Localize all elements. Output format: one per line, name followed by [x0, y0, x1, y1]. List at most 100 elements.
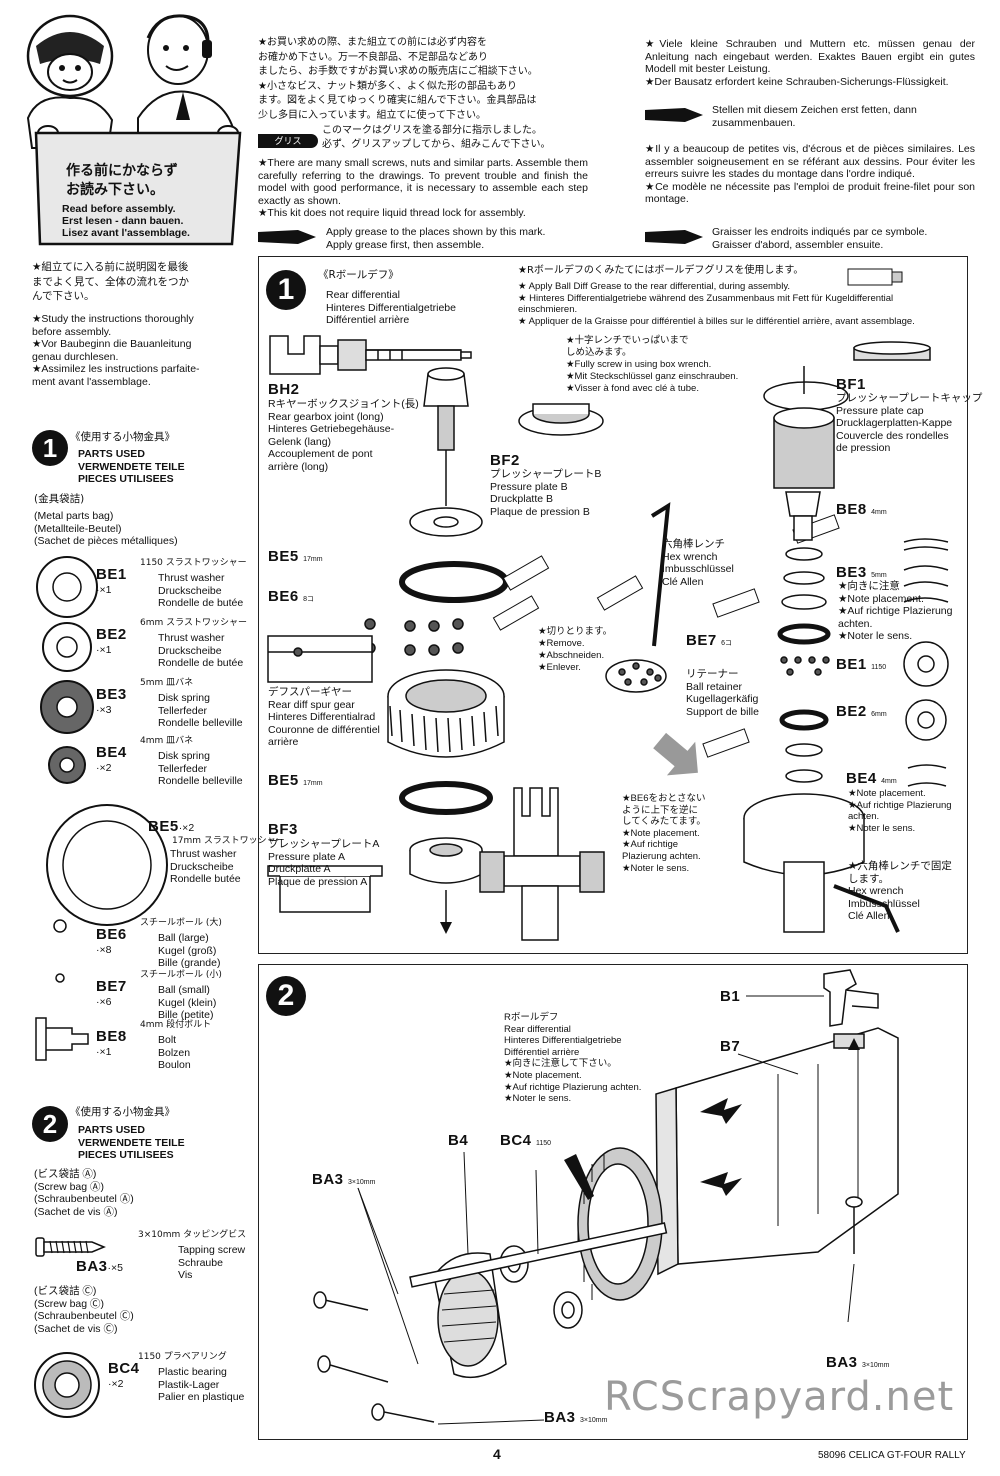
bf1-desc: プレッシャープレートキャップ Pressure plate cap Druckl… — [836, 392, 983, 454]
be3-label: BE3 5mm — [836, 564, 887, 582]
parts-step2-badge: 2 — [32, 1106, 68, 1142]
ba3-desc: Tapping screw Schraube Vis — [178, 1244, 246, 1281]
be7-qty: 6コ — [721, 640, 733, 647]
be5a-code: BE5 — [268, 548, 299, 565]
parts1-item-desc: Thrust washer Druckscheibe Rondelle de b… — [158, 632, 244, 669]
step1-title: Rear differential Hinteres Differentialg… — [326, 289, 456, 326]
parts1-item-code: BE4 — [96, 744, 127, 761]
parts1-bag-jp: (金具袋詰) — [34, 493, 85, 505]
step2-ba3-size-right: 3×10mm — [861, 1362, 890, 1369]
be4-note: ★Note placement. ★Auf richtige Plazierun… — [848, 788, 952, 834]
parts1-item-jp: 6mm スラストワッシャー — [140, 618, 247, 628]
step1-grease-jp: ★Rボールデフのくみたてにはボールデフグリスを使用します。 — [518, 265, 804, 276]
washer-icon — [42, 622, 92, 672]
bc4-jp: 1150 プラベアリング — [138, 1352, 227, 1362]
step2-ba3-code-left: BA3 — [312, 1171, 344, 1188]
parts1-item-jp: スチールボール (大) — [140, 918, 222, 928]
bc4-part-code: BC4 ·×2 — [108, 1360, 140, 1391]
parts1-item-code-block: BE8·×1 — [96, 1028, 127, 1059]
ba3-code: BA3 — [76, 1258, 108, 1275]
parts-step1-badge: 1 — [32, 430, 68, 466]
parts1-item-qty: ·×2 — [178, 822, 195, 834]
parts1-item-desc: Thrust washer Druckscheibe Rondelle de b… — [158, 572, 244, 609]
parts1-item-desc: Thrust washer Druckscheibe Rondelle buté… — [170, 848, 241, 885]
plastic-bearing-icon — [34, 1352, 100, 1418]
bolt-icon — [35, 1017, 89, 1061]
parts1-item-jp: 5mm 皿バネ — [140, 678, 194, 688]
grease-fr-note: Graisser les endroits indiqués par ce sy… — [712, 226, 928, 251]
grease-en-note: Apply grease to the places shown by this… — [326, 226, 546, 251]
model-name: 58096 CELICA GT-FOUR RALLY — [818, 1450, 966, 1461]
grease-tube-icon-de — [645, 108, 703, 122]
be5a-label: BE5 17mm — [268, 548, 323, 566]
parts1-item-qty: ·×2 — [96, 762, 112, 774]
parts1-jp-title: 《使用する小物金具》 — [70, 431, 175, 443]
step2-title: Rボールデフ Rear differential Hinteres Differ… — [504, 1012, 642, 1105]
parts1-item-code: BE7 — [96, 978, 127, 995]
be6-code: BE6 — [268, 588, 299, 605]
parts1-item-desc: Disk spring Tellerfeder Rondelle bellevi… — [158, 750, 243, 787]
parts1-item-desc: Ball (small) Kugel (klein) Bille (petite… — [158, 984, 217, 1021]
bf1-code: BF1 — [836, 376, 866, 393]
parts1-title: PARTS USED VERWENDETE TEILE PIECES UTILI… — [78, 448, 185, 485]
bc4-code: BC4 — [108, 1360, 140, 1377]
step2-ba3-size-left: 3×10mm — [347, 1179, 376, 1186]
be1-label: BE1 1150 — [836, 656, 886, 674]
be3-code: BE3 — [836, 564, 867, 581]
parts1-item-code-block: BE4·×2 — [96, 744, 127, 775]
grease-tag-label: グリス — [274, 136, 302, 146]
be5b-code: BE5 — [268, 772, 299, 789]
disk-spring-small-icon — [48, 746, 86, 784]
cut-note: ★切りとります。 ★Remove. ★Abschneiden. ★Enlever… — [538, 626, 613, 673]
be4-size: 4mm — [881, 778, 897, 785]
be1-code: BE1 — [836, 656, 867, 673]
step2-bc4-code: BC4 — [500, 1132, 532, 1149]
parts1-item-code-block: BE5·×2 — [148, 818, 194, 836]
step2-ba3-code-right: BA3 — [826, 1354, 858, 1371]
parts1-item-qty: ·×1 — [96, 584, 112, 596]
read-sign-jp: 作る前にかならず お読み下さい。 — [66, 163, 178, 198]
parts1-item-desc: Disk spring Tellerfeder Rondelle bellevi… — [158, 692, 243, 729]
parts1-item-code: BE2 — [96, 626, 127, 643]
step2-gearbox-drawing — [313, 969, 899, 1425]
bh2-code: BH2 — [268, 381, 300, 398]
retainer-label: リテーナー Ball retainer Kugellagerkäfig Supp… — [686, 668, 759, 718]
be3-size: 5mm — [871, 572, 887, 579]
step2-b1-label: B1 — [720, 988, 741, 1005]
washer-xl-icon — [46, 804, 168, 926]
be5b-label: BE5 17mm — [268, 772, 323, 790]
be2-label: BE2 6mm — [836, 703, 887, 721]
step2-bc4-size: 1150 — [535, 1140, 552, 1147]
parts1-item-code: BE1 — [96, 566, 127, 583]
be2-code: BE2 — [836, 703, 867, 720]
step2-bc4-label: BC4 1150 — [500, 1132, 551, 1150]
be7-label: BE7 6コ — [686, 632, 732, 650]
bc4-desc: Plastic bearing Plastik-Lager Palier en … — [158, 1366, 245, 1403]
parts1-item-jp: 1150 スラストワッシャー — [140, 558, 247, 568]
be7-code: BE7 — [686, 632, 717, 649]
parts1-item-qty: ·×1 — [96, 1046, 112, 1058]
step1-jp-title: 《Rボールデフ》 — [318, 269, 399, 281]
bf3-code: BF3 — [268, 821, 298, 838]
grease-tag: グリス — [258, 134, 318, 148]
parts1-item-qty: ·×8 — [96, 944, 112, 956]
read-sign-en: Read before assembly. — [62, 203, 176, 215]
watermark: RCScrapyard.net — [604, 1374, 955, 1420]
be5a-size: 17mm — [303, 556, 323, 563]
parts1-item-code: BE8 — [96, 1028, 127, 1045]
step1-assembly-drawing — [267, 335, 949, 941]
be3-note: ★向きに注意 ★Note placement. ★Auf richtige Pl… — [838, 580, 953, 642]
study-jp: ★組立てに入る前に説明図を最後 までよく見て、全体の流れをつか んで下さい。 — [32, 261, 189, 302]
header-de-notes: ★Viele kleine Schrauben und Muttern etc.… — [645, 38, 975, 88]
parts1-item-desc: Ball (large) Kugel (groß) Bille (grande) — [158, 932, 221, 969]
parts1-item-code-block: BE2·×1 — [96, 626, 127, 657]
grease-jp-note: このマークはグリスを塗る部分に指示しました。 必ず、グリスアップしてから、組みこ… — [322, 125, 551, 150]
step2-ba3-label-right: BA3 3×10mm — [826, 1354, 889, 1372]
header-jp-notes: ★お買い求めの際、また組立ての前には必ず内容を お確かめ下さい。万一不良部品、不… — [258, 37, 538, 121]
step1-panel — [258, 256, 968, 954]
hex-wrench-label: 六角棒レンチ Hex wrench Imbusschlüssel Clé All… — [662, 538, 734, 588]
hex-wrench-fix-note: ★六角棒レンチで固定 します。 Hex wrench Imbusschlüsse… — [848, 860, 952, 922]
be2-size: 6mm — [871, 711, 887, 718]
ba3-jp: 3×10mm タッピングビス — [138, 1230, 247, 1240]
read-sign-fr: Lisez avant l'assemblage. — [62, 227, 190, 239]
